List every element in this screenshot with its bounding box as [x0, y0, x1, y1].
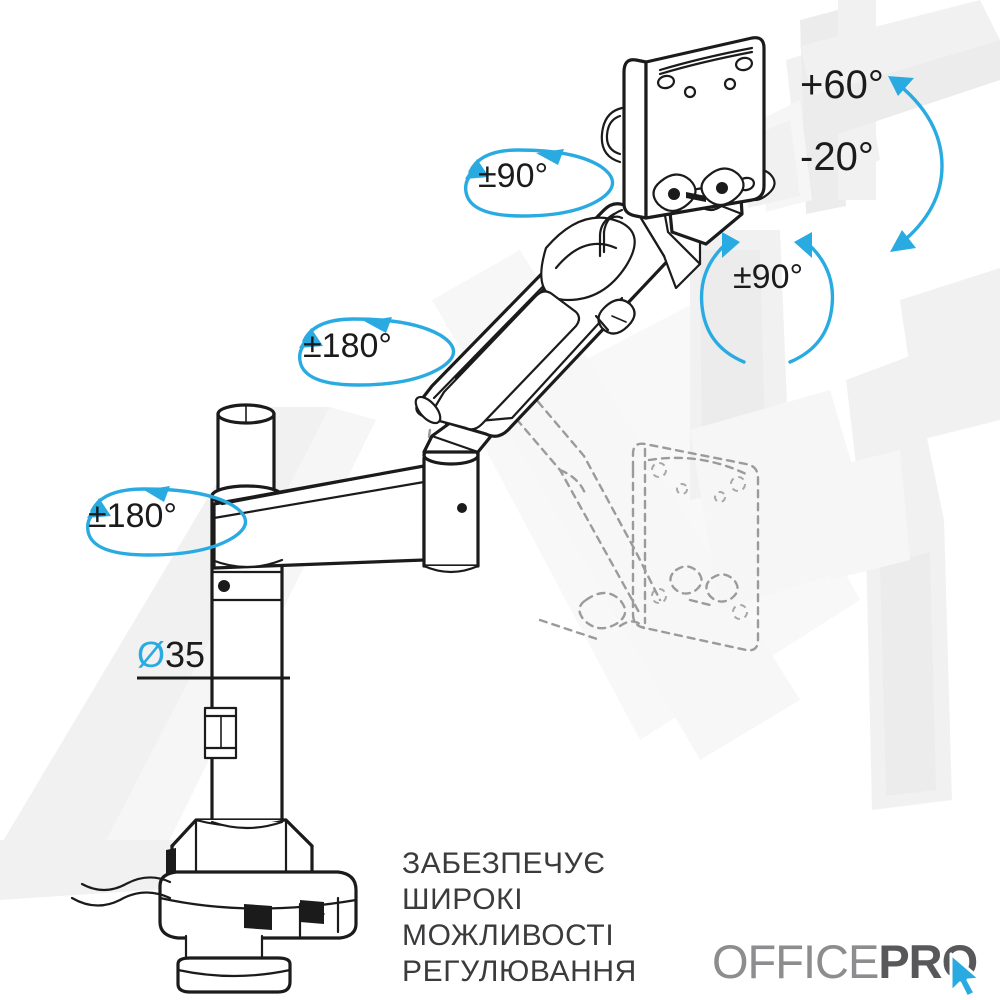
ghost-vesa-plate-dashed: [631, 442, 760, 652]
logo-office-text: OFFICE: [712, 935, 879, 988]
screen-rotation-arrow: [463, 148, 615, 218]
tilt-down-angle-label: -20°: [800, 135, 874, 179]
screen-rotation-angle-label: ±90°: [478, 157, 549, 195]
arm-rotation-angle-label: ±180°: [303, 327, 392, 365]
desk-clamp-base: [158, 818, 358, 994]
diameter-symbol: Ø: [137, 634, 166, 675]
mouse-cursor-icon: [949, 952, 982, 999]
pole-rotation-arrow: [85, 486, 248, 557]
diameter-value: 35: [165, 634, 206, 675]
arm-rotation-arrow: [297, 317, 456, 387]
head-swivel-arrow: [699, 232, 835, 364]
pole-diameter-label: Ø35: [137, 634, 205, 676]
head-swivel-angle-label: ±90°: [733, 258, 804, 296]
gas-spring-arm: [414, 186, 702, 454]
pole-rotation-angle-label: ±180°: [88, 497, 177, 535]
brand-logo: OFFICEPRO: [712, 935, 978, 988]
vertical-pole: [203, 403, 284, 824]
tilt-up-angle-label: +60°: [800, 63, 884, 107]
vesa-mount-plate: [598, 36, 766, 258]
cable-routing: [70, 876, 172, 907]
tilt-range-arrow: [888, 76, 944, 252]
caption-text: ЗАБЕЗПЕЧУЄ ШИРОКІ МОЖЛИВОСТІ РЕГУЛЮВАННЯ: [402, 847, 637, 988]
